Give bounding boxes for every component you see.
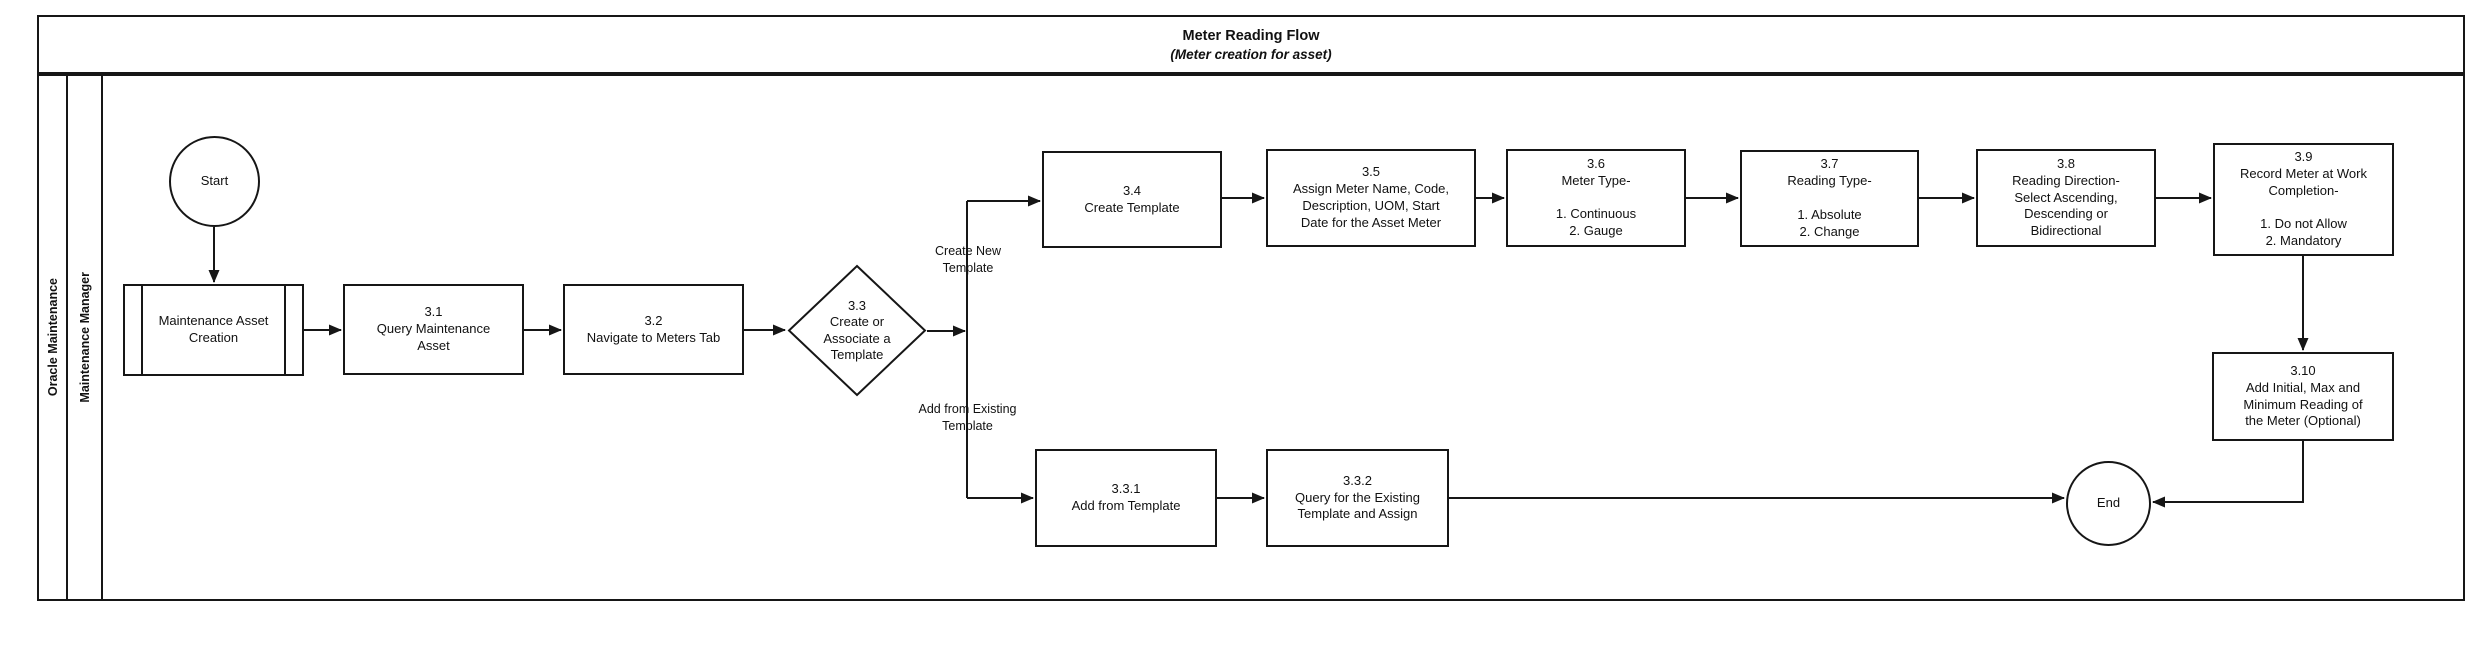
start-label: Start [200,173,229,189]
node-label: 3.10 Add Initial, Max and Minimum Readin… [2243,362,2363,429]
node-label: 3.9 Record Meter at Work Completion- 1. … [2240,148,2367,249]
node-3-5-assign-meter-details: 3.5 Assign Meter Name, Code, Description… [1266,149,1476,247]
node-3-10-add-initial-max-min-reading: 3.10 Add Initial, Max and Minimum Readin… [2212,352,2394,441]
node-3-7-reading-type: 3.7 Reading Type- 1. Absolute 2. Change [1740,150,1919,247]
start-node: Start [169,136,260,227]
node-3-1-query-maintenance-asset: 3.1 Query Maintenance Asset [343,284,524,375]
edge-label-add-from-existing-template: Add from Existing Template [918,402,1017,433]
node-label: 3.8 Reading Direction- Select Ascending,… [2012,155,2120,239]
node-label: 3.2 Navigate to Meters Tab [586,312,721,345]
pool-header-oracle-maintenance: Oracle Maintenance [37,74,68,601]
edge-label-create-new-template: Create New Template [935,244,1001,275]
node-label: Maintenance Asset Creation [158,313,269,345]
node-label: 3.1 Query Maintenance Asset [376,304,491,353]
node-label: 3.7 Reading Type- 1. Absolute 2. Change [1787,156,1872,239]
node-3-2-navigate-to-meters-tab: 3.2 Navigate to Meters Tab [563,284,744,375]
end-label: End [2096,495,2121,511]
node-3-4-create-template: 3.4 Create Template [1042,151,1222,248]
node-maintenance-asset-creation: Maintenance Asset Creation [123,284,304,376]
title-band: Meter Reading Flow (Meter creation for a… [37,15,2465,74]
lane-header-maintenance-manager: Maintenance Manager [66,74,103,601]
node-label: 3.3.2 Query for the Existing Template an… [1295,472,1420,522]
diamond-shape [787,264,927,397]
diagram-subtitle: (Meter creation for asset) [1170,46,1332,62]
decision-3-3-create-or-associate-template: 3.3 Create or Associate a Template [787,264,927,397]
node-3-8-reading-direction: 3.8 Reading Direction- Select Ascending,… [1976,149,2156,247]
end-node: End [2066,461,2151,546]
decision-label: 3.3 Create or Associate a Template [823,298,891,362]
node-3-6-meter-type: 3.6 Meter Type- 1. Continuous 2. Gauge [1506,149,1686,247]
node-3-3-2-query-existing-template: 3.3.2 Query for the Existing Template an… [1266,449,1449,547]
node-label: 3.6 Meter Type- 1. Continuous 2. Gauge [1555,155,1637,239]
node-label: 3.5 Assign Meter Name, Code, Description… [1292,164,1450,230]
node-3-9-record-meter-at-work-completion: 3.9 Record Meter at Work Completion- 1. … [2213,143,2394,256]
node-label: 3.3.1 Add from Template [1071,481,1181,513]
node-3-3-1-add-from-template: 3.3.1 Add from Template [1035,449,1217,547]
node-label: 3.4 Create Template [1084,182,1180,215]
diagram-title: Meter Reading Flow [1182,27,1320,44]
lane-label: Maintenance Manager [77,272,92,403]
pool-label: Oracle Maintenance [45,278,60,397]
